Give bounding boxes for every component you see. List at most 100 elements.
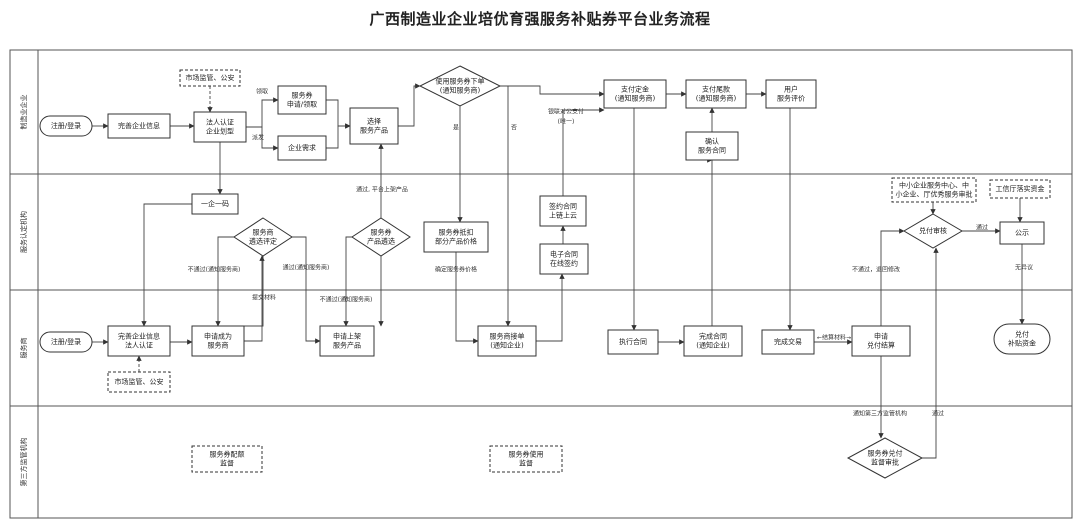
flow-arrow [343,236,352,327]
node-pay-final: 支付尾款(通知服务商) [685,79,747,109]
node-complete-contract: 完成合同(通知企业) [683,325,743,357]
node-svc-order: 服务商接单(通知企业) [477,325,537,357]
edge-label-confirm-price: 确定服务券价格 [435,266,477,274]
node-text: 兑付 [1015,330,1029,339]
node-reg1: 注册/登录 [39,115,93,137]
flow-arrow [246,126,279,151]
node-text: 兑付结算 [867,341,895,350]
node-text: (通知服务商) [696,94,737,103]
node-text: 完成交易 [774,337,802,346]
node-market-top: 市场监管、公安 [179,69,241,87]
node-text: 市场监管、公安 [115,377,164,386]
node-text: 法人认证 [206,118,234,127]
edge-label-submit: 提交材料 [252,294,276,302]
node-text: 服务券 [292,91,313,100]
edge-label-no-objection: 无异议 [1015,264,1033,272]
node-text: 产品遴选 [367,237,395,246]
node-text: 小企业、厅优秀服务审批 [896,190,973,199]
edge-label-fail-notify: 不通过，退回修改 [852,266,900,274]
node-text: 服务券 [371,228,392,237]
node-text: 注册/登录 [51,121,81,130]
node-text: 使用服务券下单 [436,77,485,86]
edge-label-no: 否 [511,125,517,132]
node-text: 兑付审核 [919,226,947,235]
node-text: 公示 [1015,229,1029,237]
edge-label-receive: 领取 [256,88,268,96]
node-text: 服务产品 [333,341,361,350]
node-text: 中小企业服务中心、中 [899,181,969,190]
node-text: 一企一码 [201,199,229,208]
node-market-bottom: 市场监管、公安 [107,371,171,393]
flow-arrow [500,85,605,97]
lane-label: 第三方监管机构 [19,438,28,487]
node-publicize: 公示 [999,221,1045,245]
node-text: 申请成为 [204,332,232,341]
node-text: 完善企业信息 [118,332,160,341]
flow-arrow [326,99,351,129]
node-center-agency: 中小企业服务中心、中小企业、厅优秀服务审批 [891,177,977,203]
flow-arrow [326,123,351,149]
flow-arrow [455,252,479,344]
edge-label-pass-product: 通过, 平台上架产品 [356,186,408,194]
node-text: (通知服务商) [440,86,481,95]
edge-label-fail-product: 不通过(通知服务商) [320,296,373,304]
node-redeem-review: 兑付审核 [903,213,963,249]
flow-arrow [398,83,421,127]
node-enterprise-demand: 企业需求 [277,135,327,161]
flow-arrow [215,236,234,327]
node-complete-deal: 完成交易 [761,329,815,355]
node-text: 服务券抵扣 [439,228,474,237]
edge-label-pass-svc: 通过(通知服务商) [283,264,330,272]
node-text: 市场监管、公安 [186,73,235,82]
node-text: 企业划型 [206,127,234,136]
node-complete-info: 完善企业信息 [107,113,171,139]
flow-arrow [922,247,939,459]
page-title: 广西制造业企业培优育强服务补贴券平台业务流程 [369,10,711,28]
node-text: 服务券兑付 [868,449,903,458]
node-pay-deposit: 支付定金(通知服务商) [603,79,667,109]
node-text: 在线签约 [550,259,578,268]
node-text: (通知服务商) [615,94,656,103]
node-one-code: 一企一码 [191,193,239,215]
edge-label-online-pay: 银联对公支付 [548,108,584,116]
node-reg2: 注册/登录 [39,331,93,353]
flow-arrow [292,236,321,344]
flow-arrow [244,256,264,327]
edge-label-online-pay2: (唯一) [558,118,575,126]
node-exec-contract: 执行合同 [607,329,659,355]
edge-label-notify-third: 通知第三方监管机构 [853,410,907,418]
node-text: (通知企业) [696,341,730,350]
node-text: 服务商接单 [490,332,525,341]
flow-arrow [500,85,511,327]
node-text: 完成合同 [699,332,727,341]
node-text: 企业需求 [288,143,316,152]
node-text: (通知企业) [490,341,524,350]
flow-arrow [536,273,565,342]
node-text: 服务产品 [360,126,388,135]
edge-label-pass2: 通过 [932,410,944,418]
edge-label-pass: 通过 [976,224,988,232]
node-text: 服务合同 [698,146,726,155]
flow-arrow [246,97,279,128]
node-text: 执行合同 [619,337,647,346]
node-text: 服务商 [253,228,274,237]
flow-arrow [880,228,905,326]
node-text: 监督 [220,459,234,468]
edge-label-issue: 派发 [252,134,264,142]
node-text: 服务商 [208,341,229,350]
node-text: 注册/登录 [51,337,81,346]
edge-label-yes: 是 [453,125,459,132]
node-text: 支付尾款 [702,85,730,94]
node-text: 服务评价 [777,94,805,103]
node-text: 服务券配额 [210,450,245,459]
